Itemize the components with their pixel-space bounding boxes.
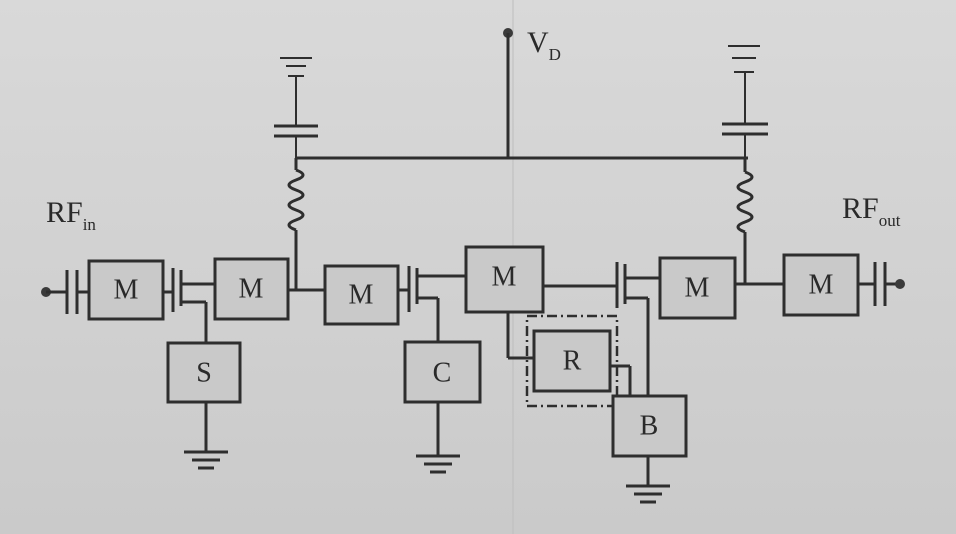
ground-b bbox=[626, 484, 670, 504]
vd-label: VD bbox=[527, 26, 561, 64]
rf-out-label: RFout bbox=[842, 192, 901, 230]
block-s: S bbox=[166, 341, 242, 404]
block-m2: M bbox=[213, 257, 290, 321]
block-m1: M bbox=[87, 259, 165, 321]
right-bias-capacitor bbox=[722, 45, 768, 158]
svg-text:M: M bbox=[685, 273, 710, 304]
r-enclosure bbox=[525, 314, 619, 408]
rf-output: RFout bbox=[842, 192, 905, 306]
block-m3: M bbox=[323, 264, 400, 326]
left-bias-capacitor bbox=[274, 57, 318, 158]
block-m6: M bbox=[782, 253, 860, 317]
right-inductor bbox=[736, 158, 754, 285]
rf-in-label: RFin bbox=[46, 196, 96, 234]
svg-text:M: M bbox=[809, 270, 834, 301]
svg-text:S: S bbox=[196, 358, 212, 389]
vd-supply: VD bbox=[503, 26, 561, 158]
interconnects bbox=[163, 262, 784, 486]
block-b: B bbox=[611, 394, 688, 458]
svg-text:R: R bbox=[563, 346, 582, 377]
block-c: C bbox=[403, 340, 482, 404]
ground-s bbox=[184, 450, 228, 470]
left-inductor bbox=[287, 158, 305, 290]
rf-input: RFin bbox=[41, 196, 96, 314]
svg-text:M: M bbox=[492, 262, 517, 293]
block-m4: M bbox=[464, 245, 545, 314]
svg-text:B: B bbox=[640, 411, 659, 442]
svg-text:M: M bbox=[114, 275, 139, 306]
svg-text:M: M bbox=[239, 274, 264, 305]
svg-text:C: C bbox=[433, 358, 452, 389]
rf-out-node bbox=[895, 279, 905, 289]
block-r: R bbox=[532, 329, 612, 393]
block-m5: M bbox=[658, 256, 737, 320]
svg-text:M: M bbox=[349, 280, 374, 311]
ground-c bbox=[416, 454, 460, 474]
